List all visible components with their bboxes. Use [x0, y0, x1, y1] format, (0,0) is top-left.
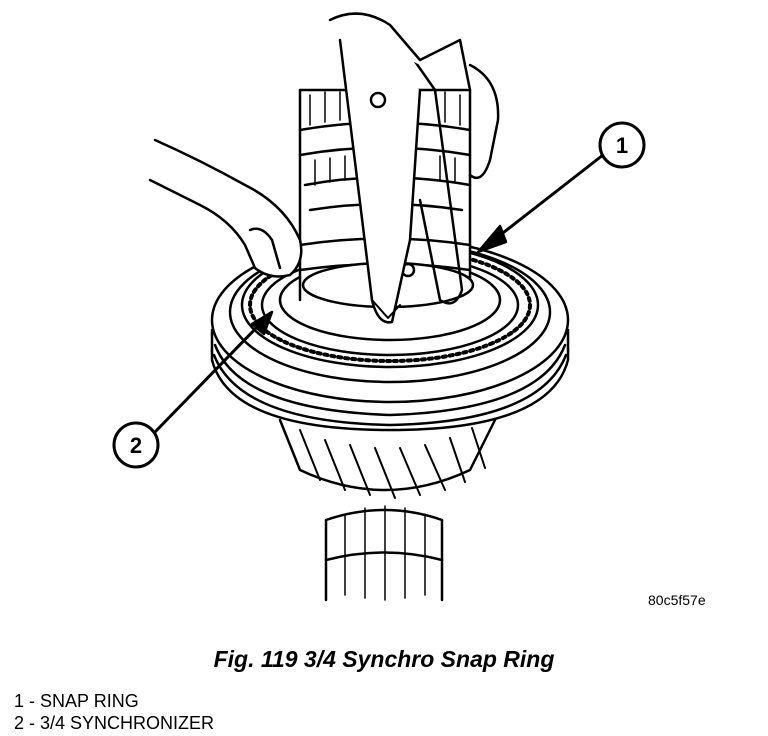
- callout-1-number: 1: [616, 133, 628, 158]
- synchro-snap-ring-illustration: 1 2: [112, 12, 646, 602]
- figure-caption: Fig. 119 3/4 Synchro Snap Ring: [213, 646, 555, 672]
- callout-2-number: 2: [130, 433, 142, 458]
- callout-1: 1: [598, 121, 646, 169]
- callout-2: 2: [112, 421, 160, 469]
- output-shaft: [324, 505, 444, 602]
- figure-code: 80c5f57e: [648, 592, 706, 608]
- callout-arrow-2: [153, 310, 274, 434]
- legend-item-synchronizer: 2 - 3/4 SYNCHRONIZER: [14, 713, 215, 733]
- hand: [148, 63, 500, 278]
- legend: 1 - SNAP RING 2 - 3/4 SYNCHRONIZER: [14, 690, 214, 734]
- legend-item-snap-ring: 1 - SNAP RING: [14, 691, 139, 711]
- helical-gear: [278, 418, 497, 499]
- snap-ring-pliers: [328, 12, 472, 324]
- callout-arrow-1: [476, 153, 605, 254]
